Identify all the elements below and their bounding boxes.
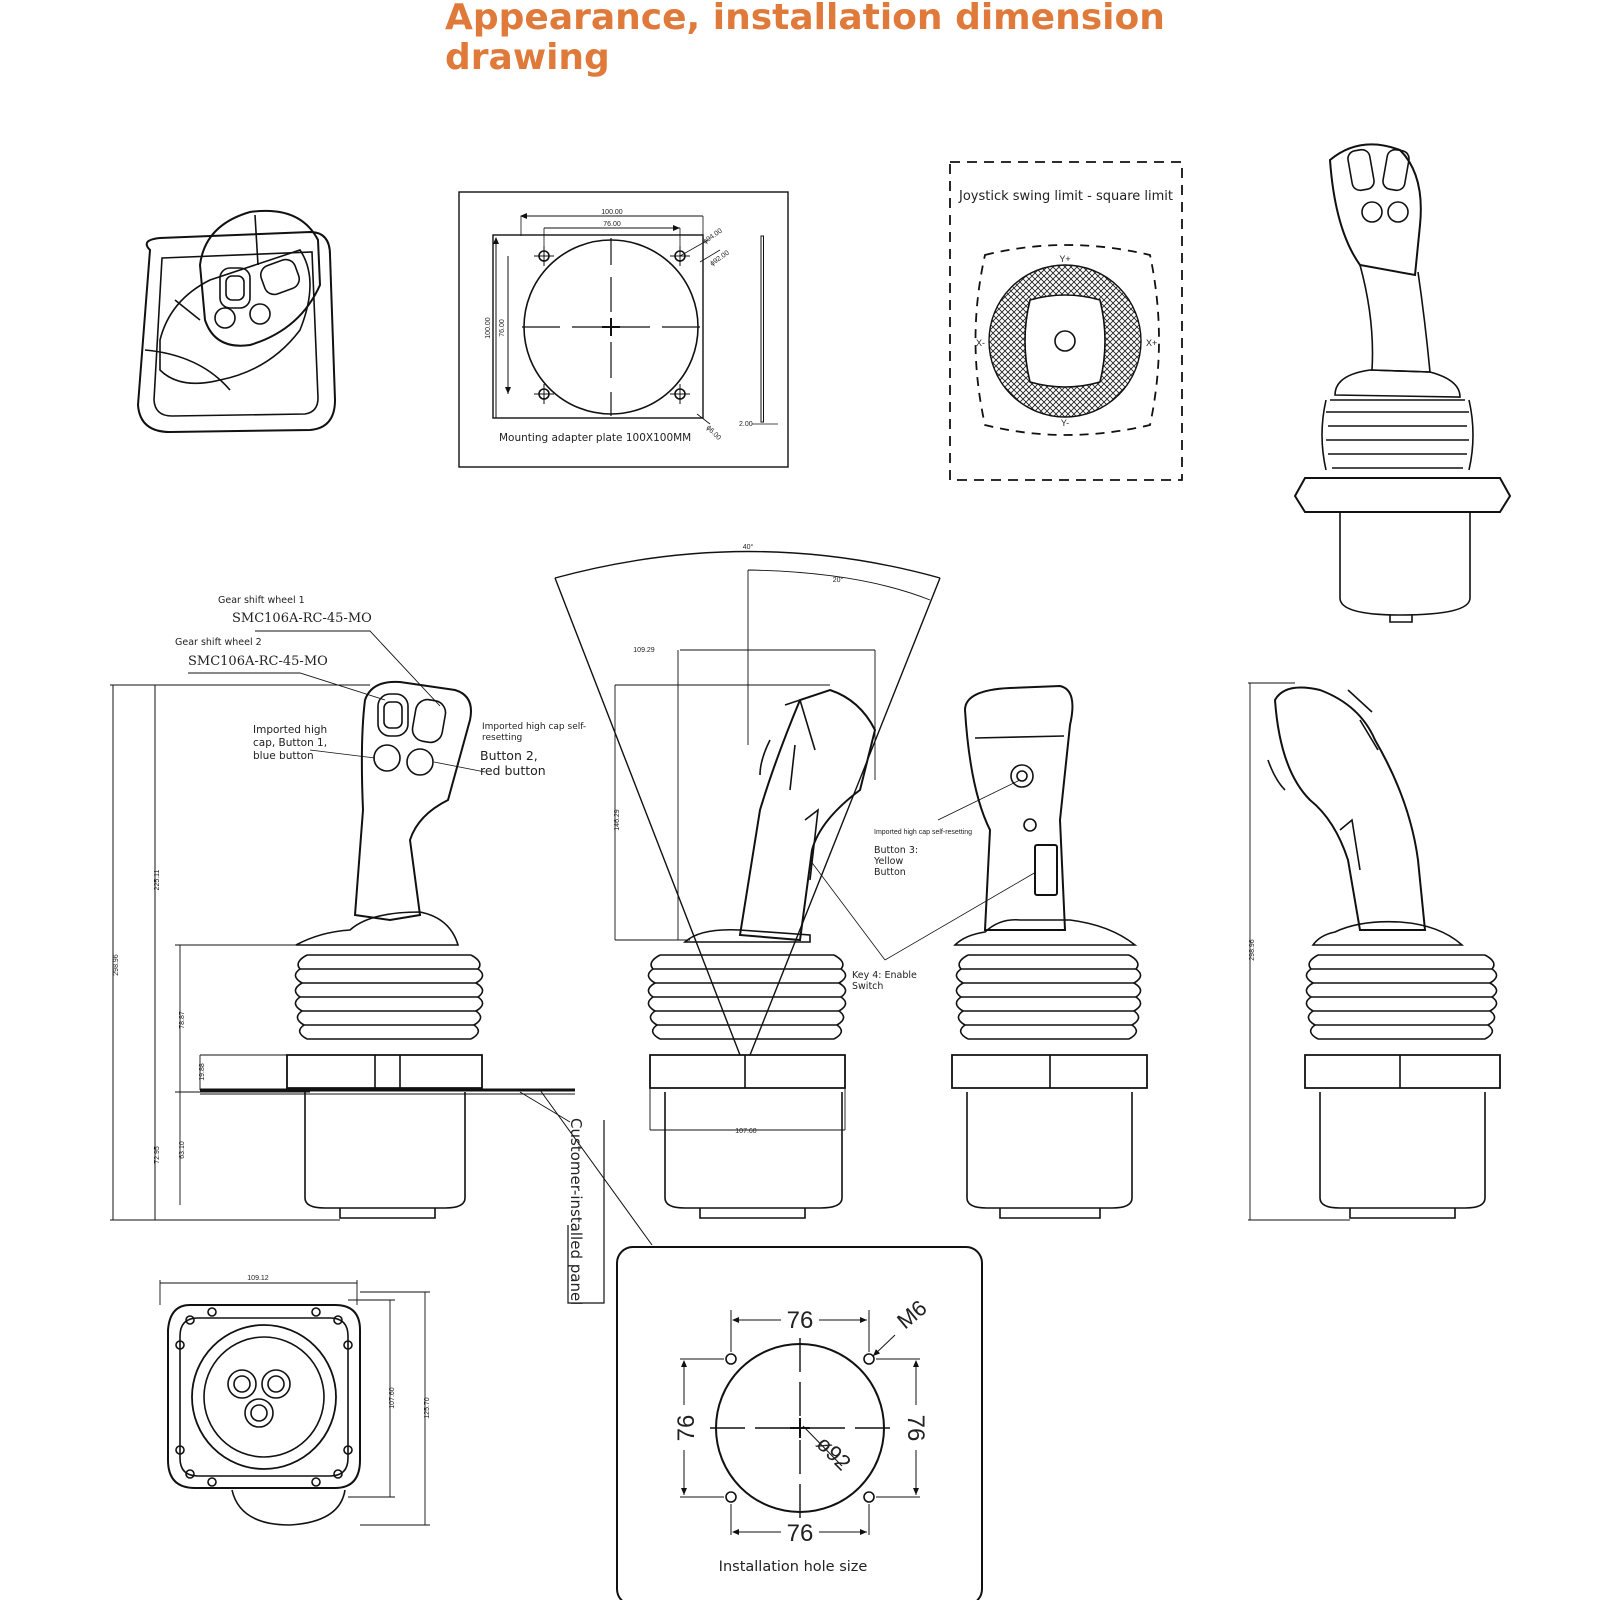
- front-view-labels: Gear shift wheel 1 SMC106A-RC-45-MO Gear…: [113, 595, 587, 1305]
- front-dim-lower: 72.95: [154, 1146, 161, 1164]
- key4-label-box: Key 4: Enable Switch: [852, 970, 917, 992]
- swing-x-plus: X+: [1146, 338, 1157, 348]
- perspective-joystick-view: [1293, 143, 1512, 623]
- gear2-label: Gear shift wheel 2: [175, 637, 262, 648]
- front-dim-boot: 78.87: [179, 1011, 186, 1029]
- side-view: [554, 550, 941, 1219]
- button3-label-box: Button 3: Yellow Button: [874, 845, 919, 878]
- side-dim-width: 109.29: [633, 647, 655, 654]
- swing-limit-panel: [949, 161, 1183, 481]
- swing-y-minus: Y-: [1061, 418, 1069, 428]
- bottom-view-labels: 109.12 107.60 125.70: [247, 1275, 431, 1419]
- side-dim-base: 107.60: [735, 1128, 757, 1135]
- front-dim-total: 298.96: [113, 954, 120, 976]
- swing-y-plus: Y+: [1059, 254, 1070, 264]
- customer-panel-label: Customer-installed panel: [567, 1118, 585, 1305]
- bottom-dim-h2: 125.70: [424, 1397, 431, 1419]
- hole-thread: M6: [892, 1295, 931, 1334]
- button1-label: Imported high cap, Button 1, blue button: [253, 724, 328, 762]
- front-dim-upper: 225.11: [154, 869, 161, 890]
- imported-self-label: Imported high cap self-resetting: [482, 722, 587, 743]
- key4-label: Key 4: Enable Switch: [852, 970, 917, 992]
- side-view-labels: 40° 20° 109.29 146.29 107.60: [614, 543, 843, 1135]
- button2-label-box: Button 2, red button: [480, 748, 546, 778]
- page-title: Appearance, installation dimension drawi…: [445, 0, 1165, 78]
- plate-caption: Mounting adapter plate 100X100MM: [499, 432, 691, 444]
- button2-label: Button 2, red button: [480, 748, 546, 778]
- plate-dim-width-inner: 76.00: [603, 221, 621, 228]
- swing-labels: Joystick swing limit - square limit Y+ Y…: [958, 189, 1173, 428]
- plate-dim-height-inner: 76.00: [499, 319, 506, 337]
- plate-dim-hole: ϕ6.00: [705, 424, 722, 441]
- bottom-dim-width: 109.12: [247, 1275, 269, 1282]
- side-dim-height: 146.29: [614, 809, 621, 831]
- swing-title: Joystick swing limit - square limit: [958, 189, 1173, 204]
- installation-hole-panel: [539, 1089, 983, 1600]
- button3-label: Button 3: Yellow Button: [874, 845, 919, 878]
- plate-dim-dia1: ϕ94.00: [702, 228, 724, 246]
- plate-dim-thickness: 2.00: [739, 421, 753, 428]
- hole-dim-left: 76: [673, 1415, 700, 1442]
- imported-self-label-box: Imported high cap self-resetting: [482, 722, 587, 743]
- hole-diameter: ø92: [811, 1431, 855, 1475]
- swing-x-minus: X-: [976, 338, 985, 348]
- front-dim-below: 63.10: [179, 1141, 186, 1159]
- gear1-code: SMC106A-RC-45-MO: [232, 611, 372, 626]
- panel-leader-box: [567, 1120, 605, 1304]
- bottom-view: [159, 1280, 430, 1526]
- gear1-label: Gear shift wheel 1: [218, 595, 305, 606]
- gear2-code: SMC106A-RC-45-MO: [188, 654, 328, 669]
- right-side-view: [1248, 682, 1501, 1221]
- hole-dim-right: 76: [902, 1415, 929, 1442]
- back-imported-self-label: Imported high cap self-resetting: [874, 829, 972, 836]
- hole-dim-top: 76: [787, 1307, 814, 1334]
- side-angle-total: 40°: [743, 543, 754, 551]
- plate-dim-dia2: ϕ92.00: [709, 250, 731, 268]
- right-view-labels: 298.96: [1249, 939, 1256, 961]
- button1-label-box: Imported high cap, Button 1, blue button: [253, 724, 328, 762]
- back-view: [809, 684, 1148, 1219]
- back-view-labels: Imported high cap self-resetting Button …: [852, 829, 972, 992]
- side-angle-half: 20°: [833, 576, 844, 584]
- front-view: [110, 630, 575, 1221]
- hole-dim-bottom: 76: [787, 1520, 814, 1547]
- front-dim-flange: 19.88: [199, 1063, 206, 1081]
- bottom-dim-h1: 107.60: [389, 1387, 396, 1409]
- plate-dim-width-outer: 100.00: [601, 209, 623, 216]
- plate-dim-height-outer: 100.00: [485, 317, 492, 339]
- right-dim-total: 298.96: [1249, 939, 1256, 961]
- mounting-plate-panel: [458, 191, 789, 468]
- hole-caption: Installation hole size: [719, 1559, 868, 1575]
- top-perspective-view: [136, 209, 337, 434]
